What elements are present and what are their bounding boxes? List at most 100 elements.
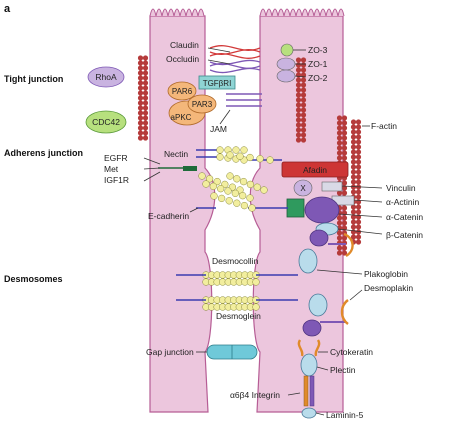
actin-subunit (355, 189, 362, 195)
cadherin-domain (224, 187, 232, 195)
actin-subunit (355, 139, 362, 145)
actin-subunit (142, 55, 149, 61)
cdc42-protein (85, 110, 127, 134)
actin-subunit (142, 80, 149, 86)
actin-subunit (350, 144, 357, 150)
actin-subunit (137, 120, 144, 126)
actin-subunit (341, 120, 348, 126)
cadherin-domain (225, 197, 233, 205)
actin-subunit (341, 250, 348, 256)
actin-subunit (137, 65, 144, 71)
actin-subunit (355, 159, 362, 165)
actin-subunit (336, 220, 343, 226)
actin-subunit (300, 62, 307, 68)
actin-subunit (300, 67, 307, 73)
cadherin-domain (246, 180, 255, 189)
igf1r-label: IGF1R (104, 175, 129, 185)
actin-subunit (355, 154, 362, 160)
actin-subunit (355, 229, 362, 235)
actin-subunit (137, 135, 144, 141)
microvilli-left (149, 8, 205, 17)
f-actin-label: F-actin (371, 121, 397, 131)
actin-subunit (341, 150, 348, 156)
actin-subunit (142, 90, 149, 96)
actin-subunit (295, 132, 302, 138)
actin-subunit (137, 75, 144, 81)
actin-subunit (350, 169, 357, 175)
actin-subunit (142, 105, 149, 111)
actin-subunit (355, 149, 362, 155)
nectin-proteins (196, 149, 282, 161)
actin-subunit (341, 130, 348, 136)
actin-subunit (137, 115, 144, 121)
cadherin-domain (252, 278, 260, 286)
actin-subunit (137, 90, 144, 96)
actin-subunit (355, 234, 362, 240)
actin-subunit (137, 70, 144, 76)
actin-subunit (300, 102, 307, 108)
actin-subunit (336, 235, 343, 241)
actin-subunit (355, 204, 362, 210)
actin-subunit (350, 164, 357, 170)
occludin-label: Occludin (166, 54, 199, 64)
cadherin-domain (260, 186, 268, 194)
desmoplakin-protein-1 (309, 229, 329, 247)
actin-subunit (350, 119, 357, 125)
actin-subunit (137, 100, 144, 106)
actin-subunit (142, 60, 149, 66)
jam-label: JAM (210, 124, 227, 134)
actin-subunit (300, 57, 307, 63)
desmoplakin-protein-2 (302, 319, 322, 337)
actin-subunit (341, 140, 348, 146)
actin-subunit (355, 144, 362, 150)
par3-label: PAR3 (192, 100, 213, 109)
actin-subunit (137, 95, 144, 101)
actin-subunit (300, 82, 307, 88)
receptor-tyrosine-kinases (158, 166, 197, 171)
cadherin-domain (236, 152, 244, 160)
desmoplakin-label: Desmoplakin (364, 283, 413, 293)
actin-subunit (300, 127, 307, 133)
actin-subunit (350, 159, 357, 165)
cadherin-domain (256, 155, 264, 163)
cadherin-domain (232, 146, 240, 154)
claudin-label: Claudin (170, 40, 199, 50)
section-adherens-junction: Adherens junction (4, 148, 83, 158)
actin-subunit (355, 169, 362, 175)
actin-subunit (142, 120, 149, 126)
actin-subunit (295, 102, 302, 108)
actin-subunit (137, 60, 144, 66)
actin-subunit (142, 125, 149, 131)
actin-subunit (341, 220, 348, 226)
keratin-filament-2 (340, 299, 349, 325)
rhoa-protein (87, 66, 125, 88)
desmoglein-label: Desmoglein (216, 311, 261, 321)
actin-subunit (137, 130, 144, 136)
cadherin-domain (233, 175, 241, 183)
actin-subunit (336, 190, 343, 196)
actin-subunit (336, 125, 343, 131)
actin-subunit (350, 129, 357, 135)
section-tight-junction: Tight junction (4, 74, 63, 84)
cadherin-domain (216, 153, 224, 161)
actin-subunit (142, 130, 149, 136)
jam-proteins (226, 93, 262, 107)
panel-label: a (4, 3, 11, 15)
cadherin-domain (210, 192, 218, 200)
actin-subunit (355, 124, 362, 130)
cadherin-domain (205, 175, 214, 183)
laminin5-label: Laminin-5 (326, 410, 364, 420)
actin-subunit (137, 80, 144, 86)
cadherin-ectodomains (198, 146, 274, 311)
actin-subunit (137, 85, 144, 91)
alpha-catenin-protein (304, 196, 340, 224)
actin-subunit (350, 209, 357, 215)
actin-subunit (295, 112, 302, 118)
actin-subunit (295, 57, 302, 63)
zo1-label: ZO-1 (308, 59, 328, 69)
rhoa-label: RhoA (95, 72, 117, 82)
actin-subunit (300, 87, 307, 93)
p120-catenin (286, 198, 305, 218)
actin-subunit (295, 87, 302, 93)
actin-subunit (355, 209, 362, 215)
